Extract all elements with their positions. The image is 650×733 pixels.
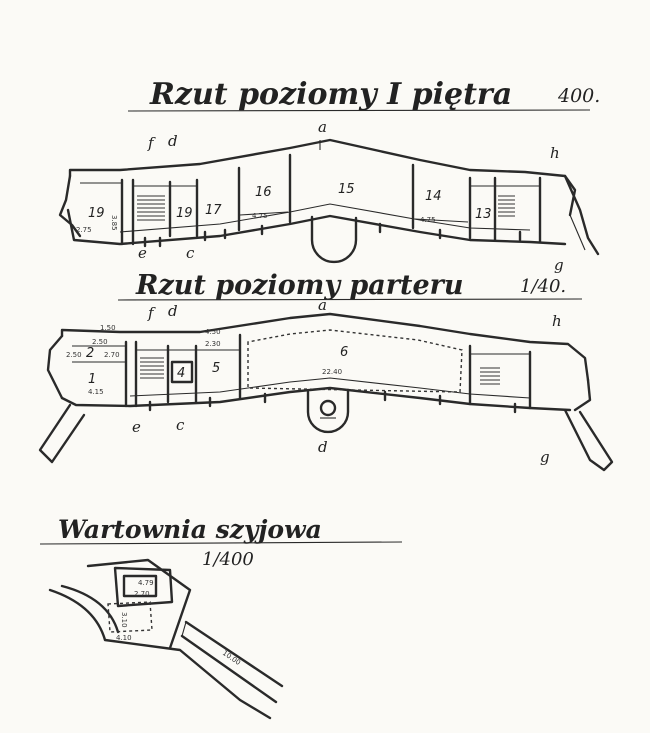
section-mark: g	[554, 256, 564, 274]
first-floor-title: Rzut poziomy I piętra	[149, 77, 512, 112]
first-floor-scale: 400.	[557, 85, 600, 107]
room-label: 19	[88, 206, 105, 221]
dimension: 2.50	[66, 351, 82, 359]
room-label: 16	[255, 185, 272, 200]
room-label: 2	[86, 346, 94, 361]
section-mark: h	[550, 144, 560, 162]
guardhouse-title-underline	[39, 541, 403, 545]
dimension: 4.15	[88, 388, 104, 396]
room-label: 13	[475, 207, 492, 222]
ground-floor-scale: 1/40.	[520, 276, 566, 297]
section-mark: a	[318, 296, 327, 314]
section-mark: c	[176, 416, 185, 434]
room-label: 6	[340, 345, 348, 360]
dimension: 22.40	[322, 368, 342, 376]
dimension: 1.50	[100, 324, 116, 332]
dimension: 4.10	[116, 634, 132, 642]
dimension: 4.50	[205, 328, 221, 336]
dimension: 2.75	[76, 226, 92, 234]
section-mark: f	[147, 134, 156, 152]
section-mark: d	[318, 438, 328, 456]
room-label: 4	[177, 366, 185, 381]
dimension: 3.10	[120, 612, 128, 628]
section-mark: e	[132, 418, 141, 436]
ground-floor-title-underline	[117, 298, 583, 301]
section-mark: g	[540, 448, 550, 466]
dimension: 2.30	[205, 340, 221, 348]
ground-floor-title: Rzut poziomy parteru	[135, 270, 464, 301]
room-label: 17	[205, 203, 222, 218]
dimension: 4.75	[252, 212, 268, 220]
dimension: 2.70	[134, 590, 150, 598]
guardhouse-plan: 4.79 2.70 4.10 3.10 10.00	[48, 558, 284, 720]
section-mark: a	[318, 118, 327, 136]
room-label: 14	[425, 189, 442, 204]
room-label: 5	[212, 361, 220, 376]
section-mark: c	[186, 244, 195, 262]
ground-floor-plan: 1 2 4 5 6 2.50 2.70 4.50 2.50 1.50 2.30 …	[38, 296, 614, 472]
first-floor-title-underline	[127, 109, 591, 112]
section-mark: f	[147, 304, 156, 322]
guardhouse-title: Wartownia szyjowa	[58, 515, 322, 544]
room-label: 1	[88, 372, 96, 387]
room-label: 15	[338, 182, 355, 197]
dimension: 2.70	[104, 351, 120, 359]
section-mark: d	[168, 302, 178, 320]
section-mark: h	[552, 312, 562, 330]
section-mark: e	[138, 244, 147, 262]
first-floor-plan: 19 19 17 16 15 14 13 3.85 2.75 4.75 4.75…	[58, 118, 600, 274]
section-mark: d	[168, 132, 178, 150]
guardhouse-scale: 1/400	[202, 549, 254, 570]
room-label: 19	[176, 206, 193, 221]
dimension: 4.79	[138, 579, 154, 587]
dimension: 2.50	[92, 338, 108, 346]
dimension: 3.85	[110, 215, 118, 231]
